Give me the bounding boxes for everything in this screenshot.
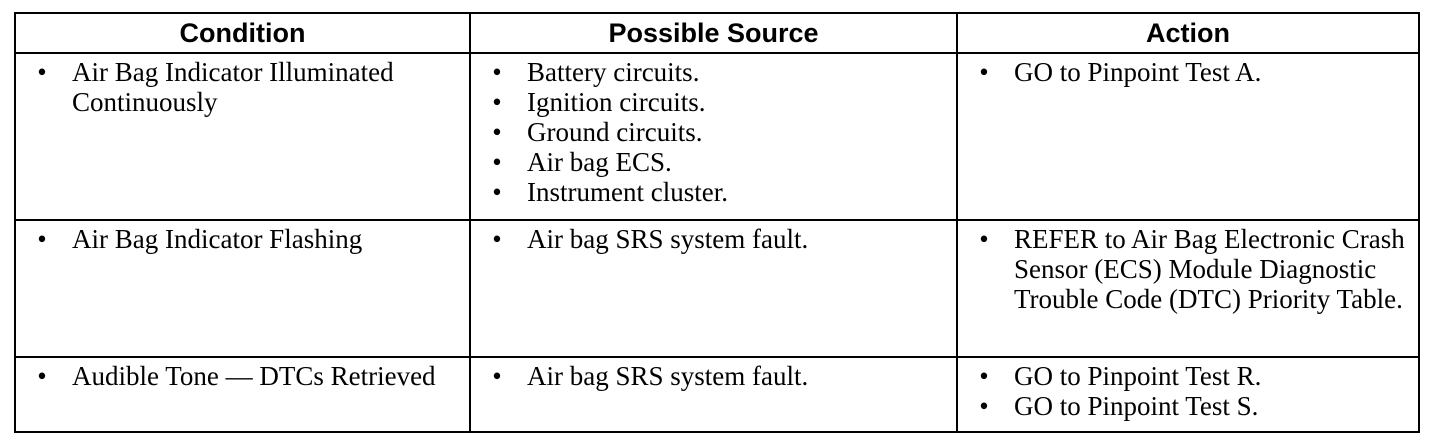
list-item: • GO to Pinpoint Test R. <box>958 361 1418 391</box>
list-item: • GO to Pinpoint Test A. <box>958 57 1418 87</box>
source-text: Air bag SRS system fault. <box>527 224 809 254</box>
condition-text: Air Bag Indicator Flashing <box>72 224 363 254</box>
header-action: Action <box>956 12 1420 54</box>
source-text: Ignition circuits. <box>527 87 706 117</box>
action-cell: • REFER to Air Bag Electronic Crash Senso… <box>956 219 1420 358</box>
bullet-icon: • <box>492 117 502 147</box>
header-possible-source: Possible Source <box>469 12 958 54</box>
action-cell: • GO to Pinpoint Test A. <box>956 52 1420 221</box>
list-item: • Instrument cluster. <box>471 177 956 207</box>
list-item: • Air bag ECS. <box>471 147 956 177</box>
list-item: • Battery circuits. <box>471 57 956 87</box>
source-text: Air bag SRS system fault. <box>527 361 809 391</box>
bullet-icon: • <box>492 177 502 207</box>
bullet-icon: • <box>979 361 989 391</box>
list-item: • Air bag SRS system fault. <box>471 361 956 391</box>
action-text: GO to Pinpoint Test R. <box>1014 361 1262 391</box>
diagnostic-table: Condition Possible Source Action • Air Ba… <box>14 12 1420 433</box>
bullet-icon: • <box>492 224 502 254</box>
action-text: GO to Pinpoint Test A. <box>1014 57 1262 87</box>
table-row: • Air Bag Indicator Illuminated Continuou… <box>14 52 1420 221</box>
list-item: • Air bag SRS system fault. <box>471 224 956 254</box>
action-text: GO to Pinpoint Test S. <box>1014 391 1259 421</box>
list-item: • Air Bag Indicator Flashing <box>16 224 469 254</box>
action-cell: • GO to Pinpoint Test R. • GO to Pinpoint … <box>956 356 1420 433</box>
condition-cell: • Air Bag Indicator Illuminated Continuou… <box>14 52 471 221</box>
bullet-icon: • <box>492 87 502 117</box>
list-item: • Ignition circuits. <box>471 87 956 117</box>
source-cell: • Battery circuits. • Ignition circuits. •… <box>469 52 958 221</box>
condition-cell: • Air Bag Indicator Flashing <box>14 219 471 358</box>
action-text: REFER to Air Bag Electronic Crash Sensor… <box>1014 224 1405 314</box>
source-cell: • Air bag SRS system fault. <box>469 219 958 358</box>
list-item: • GO to Pinpoint Test S. <box>958 391 1418 421</box>
bullet-icon: • <box>979 391 989 421</box>
source-text: Ground circuits. <box>527 117 703 147</box>
source-text: Instrument cluster. <box>527 177 728 207</box>
bullet-icon: • <box>37 361 47 391</box>
condition-cell: • Audible Tone — DTCs Retrieved <box>14 356 471 433</box>
list-item: • REFER to Air Bag Electronic Crash Senso… <box>958 224 1418 314</box>
bullet-icon: • <box>492 57 502 87</box>
table-row: • Audible Tone — DTCs Retrieved • Air bag … <box>14 356 1420 433</box>
list-item: • Audible Tone — DTCs Retrieved <box>16 361 469 391</box>
list-item: • Ground circuits. <box>471 117 956 147</box>
bullet-icon: • <box>37 224 47 254</box>
bullet-icon: • <box>492 147 502 177</box>
source-text: Battery circuits. <box>527 57 700 87</box>
condition-text: Air Bag Indicator Illuminated Continuous… <box>72 57 394 117</box>
source-text: Air bag ECS. <box>527 147 672 177</box>
condition-text: Audible Tone — DTCs Retrieved <box>72 361 436 391</box>
bullet-icon: • <box>979 224 989 254</box>
table-row: • Air Bag Indicator Flashing • Air bag SRS… <box>14 219 1420 358</box>
bullet-icon: • <box>37 57 47 87</box>
table-header-row: Condition Possible Source Action <box>14 12 1420 54</box>
source-cell: • Air bag SRS system fault. <box>469 356 958 433</box>
bullet-icon: • <box>492 361 502 391</box>
bullet-icon: • <box>979 57 989 87</box>
header-condition: Condition <box>14 12 471 54</box>
list-item: • Air Bag Indicator Illuminated Continuou… <box>16 57 469 117</box>
